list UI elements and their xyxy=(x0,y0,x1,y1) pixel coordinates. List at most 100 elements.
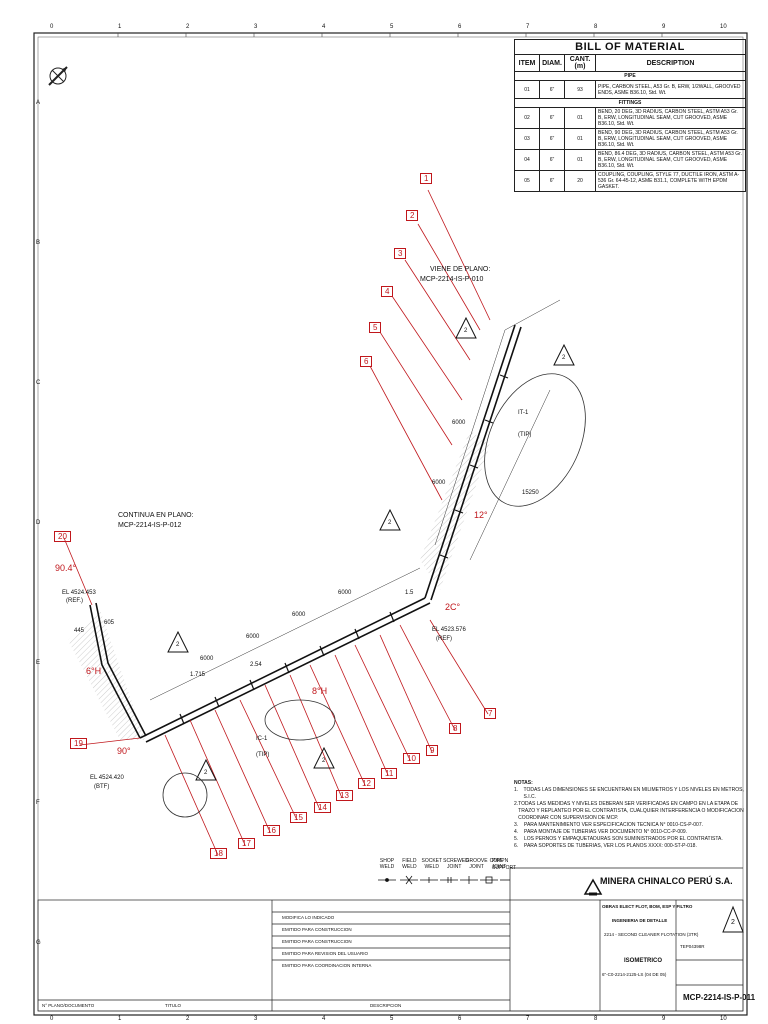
grid-label: 10 xyxy=(720,24,727,30)
grid-label: 9 xyxy=(662,1016,666,1022)
dimension-label: 6000 xyxy=(452,420,466,426)
bom-header-item: ITEM xyxy=(514,54,540,72)
revision-row: EMITIDO PARA REVISION DEL USUARIO xyxy=(282,951,369,956)
bill-of-material: BILL OF MATERIAL ITEM DIAM. CANT.(m) DES… xyxy=(514,39,746,192)
bom-header-desc: DESCRIPTION xyxy=(595,54,746,72)
grid-label: C xyxy=(36,380,41,386)
revision-row: MODIFICA LO INDICADO xyxy=(282,915,335,920)
revision-tag: 2 xyxy=(562,355,566,361)
callout-20: 20 xyxy=(54,531,71,542)
dimension-label: 445 xyxy=(74,628,85,634)
bom-section-fittings: FITTINGS xyxy=(514,98,746,108)
bom-section-pipe: PIPE xyxy=(514,71,746,81)
company-name: MINERA CHINALCO PERÚ S.A. xyxy=(600,876,733,886)
elevation-bottom-tag: (BTF) xyxy=(94,784,110,790)
grid-label: 5 xyxy=(390,1016,394,1022)
grid-label: 1 xyxy=(118,1016,122,1022)
viene-ref: MCP-2214-IS-P-010 xyxy=(420,276,484,283)
angle-bottom: 90° xyxy=(117,746,131,756)
grid-label: A xyxy=(36,100,41,106)
grid-label: 2 xyxy=(186,24,190,30)
grid-label: 9 xyxy=(662,24,666,30)
grid-label: 6 xyxy=(458,1016,462,1022)
dimension-label: 1.5 xyxy=(405,590,414,596)
list-item: 4.PARA MONTAJE DE TUBERIAS VER DOCUMENTO… xyxy=(514,829,688,835)
revision-tag: 2 xyxy=(464,328,468,334)
angle-right: 2C° xyxy=(445,602,461,612)
list-item: 6.PARA SOPORTES DE TUBERIAS, VER LOS PLA… xyxy=(514,843,697,849)
list-item: 2.TODAS LAS MEDIDAS Y NIVELES DEBERAN SE… xyxy=(514,801,744,821)
bom-title: BILL OF MATERIAL xyxy=(514,39,746,55)
callout-9: 9 xyxy=(426,745,439,756)
elevation-top: EL 4524.453 xyxy=(62,590,96,596)
drawing-subtitle: 6"-C0-2214-2125-LS (04 DE 05) xyxy=(602,972,667,977)
callout-7: 7 xyxy=(484,708,497,719)
callout-1: 1 xyxy=(420,173,433,184)
notes-block: NOTAS: 1.TODAS LAS DIMENSIONES SE ENCUEN… xyxy=(514,780,746,850)
grid-label: 1 xyxy=(118,24,122,30)
callout-17: 17 xyxy=(238,838,255,849)
bom-header-diam: DIAM. xyxy=(539,54,565,72)
column-header: TITULO xyxy=(165,1003,182,1008)
tp2-sub: (TIP) xyxy=(518,432,532,438)
elevation-right-tag: (REF) xyxy=(436,636,452,642)
contract-number: TEP04398R xyxy=(680,944,705,949)
callout-19: 19 xyxy=(70,738,87,749)
dimension-label: 6000 xyxy=(432,480,446,486)
tp2-label: IT-1 xyxy=(518,410,529,416)
grid-label: E xyxy=(36,660,41,666)
continua-label: CONTINUA EN PLANO: xyxy=(118,512,194,519)
company-logo-icon xyxy=(583,878,603,896)
angle-top: 90.4° xyxy=(55,563,77,573)
viene-label: VIENE DE PLANO: xyxy=(430,266,491,273)
dimension-label: 1.715 xyxy=(190,672,206,678)
grid-label: B xyxy=(36,240,41,246)
revision-tag: 2 xyxy=(388,520,392,526)
column-header: N° PLANO/DOCUMENTO xyxy=(42,1003,95,1008)
legend-label: FIELD WELD xyxy=(402,858,417,870)
callout-3: 3 xyxy=(394,248,407,259)
grid-label: 8 xyxy=(594,24,598,30)
north-arrow-icon xyxy=(48,66,68,86)
callout-12: 12 xyxy=(358,778,375,789)
callout-4: 4 xyxy=(381,286,394,297)
grid-label: 0 xyxy=(50,24,54,30)
dimension-label: 6000 xyxy=(246,634,260,640)
drawing-number: MCP-2214-IS-P-011 xyxy=(683,993,756,1002)
symbol-legend: SHOP WELD FIELD WELD SOCKET WELD SCREWED… xyxy=(376,858,510,870)
callout-10: 10 xyxy=(403,753,420,764)
legend-label: GROOVE JOINT xyxy=(465,858,488,870)
legend-label: PIPE SUPPORT xyxy=(492,858,517,871)
bom-header-qty: CANT.(m) xyxy=(564,54,596,72)
callout-11: 11 xyxy=(381,768,398,779)
grid-label: 0 xyxy=(50,1016,54,1022)
list-item: 5.LOS PERNOS Y EMPAQUETADURAS SON SUMINI… xyxy=(514,836,723,842)
callout-15: 15 xyxy=(290,812,307,823)
grid-label: 3 xyxy=(254,24,258,30)
list-item: 1.TODAS LAS DIMENSIONES SE ENCUENTRAN EN… xyxy=(514,787,744,800)
legend-label: SCREWED JOINT xyxy=(443,858,469,870)
grid-label: D xyxy=(36,520,41,526)
grid-label: 6 xyxy=(458,24,462,30)
grid-label: 4 xyxy=(322,24,326,30)
dimension-label: 6000 xyxy=(338,590,352,596)
dimension-label: 15250 xyxy=(522,490,539,496)
grid-label: 7 xyxy=(526,24,530,30)
column-header: DESCRIPCION xyxy=(370,1003,402,1008)
grid-label: 4 xyxy=(322,1016,326,1022)
list-item: 3.PARA MANTENIMIENTO VER ESPECIFICACION … xyxy=(514,822,703,828)
angle-mid: 12° xyxy=(474,510,488,520)
callout-14: 14 xyxy=(314,802,331,813)
callout-2: 2 xyxy=(406,210,419,221)
revision-row: EMITIDO PARA CONSTRUCCION xyxy=(282,939,352,944)
revision-tag: 2 xyxy=(176,642,180,648)
dimension-label: 6000 xyxy=(200,656,214,662)
callout-16: 16 xyxy=(263,825,280,836)
elevation-bottom: EL 4524.420 xyxy=(90,775,124,781)
